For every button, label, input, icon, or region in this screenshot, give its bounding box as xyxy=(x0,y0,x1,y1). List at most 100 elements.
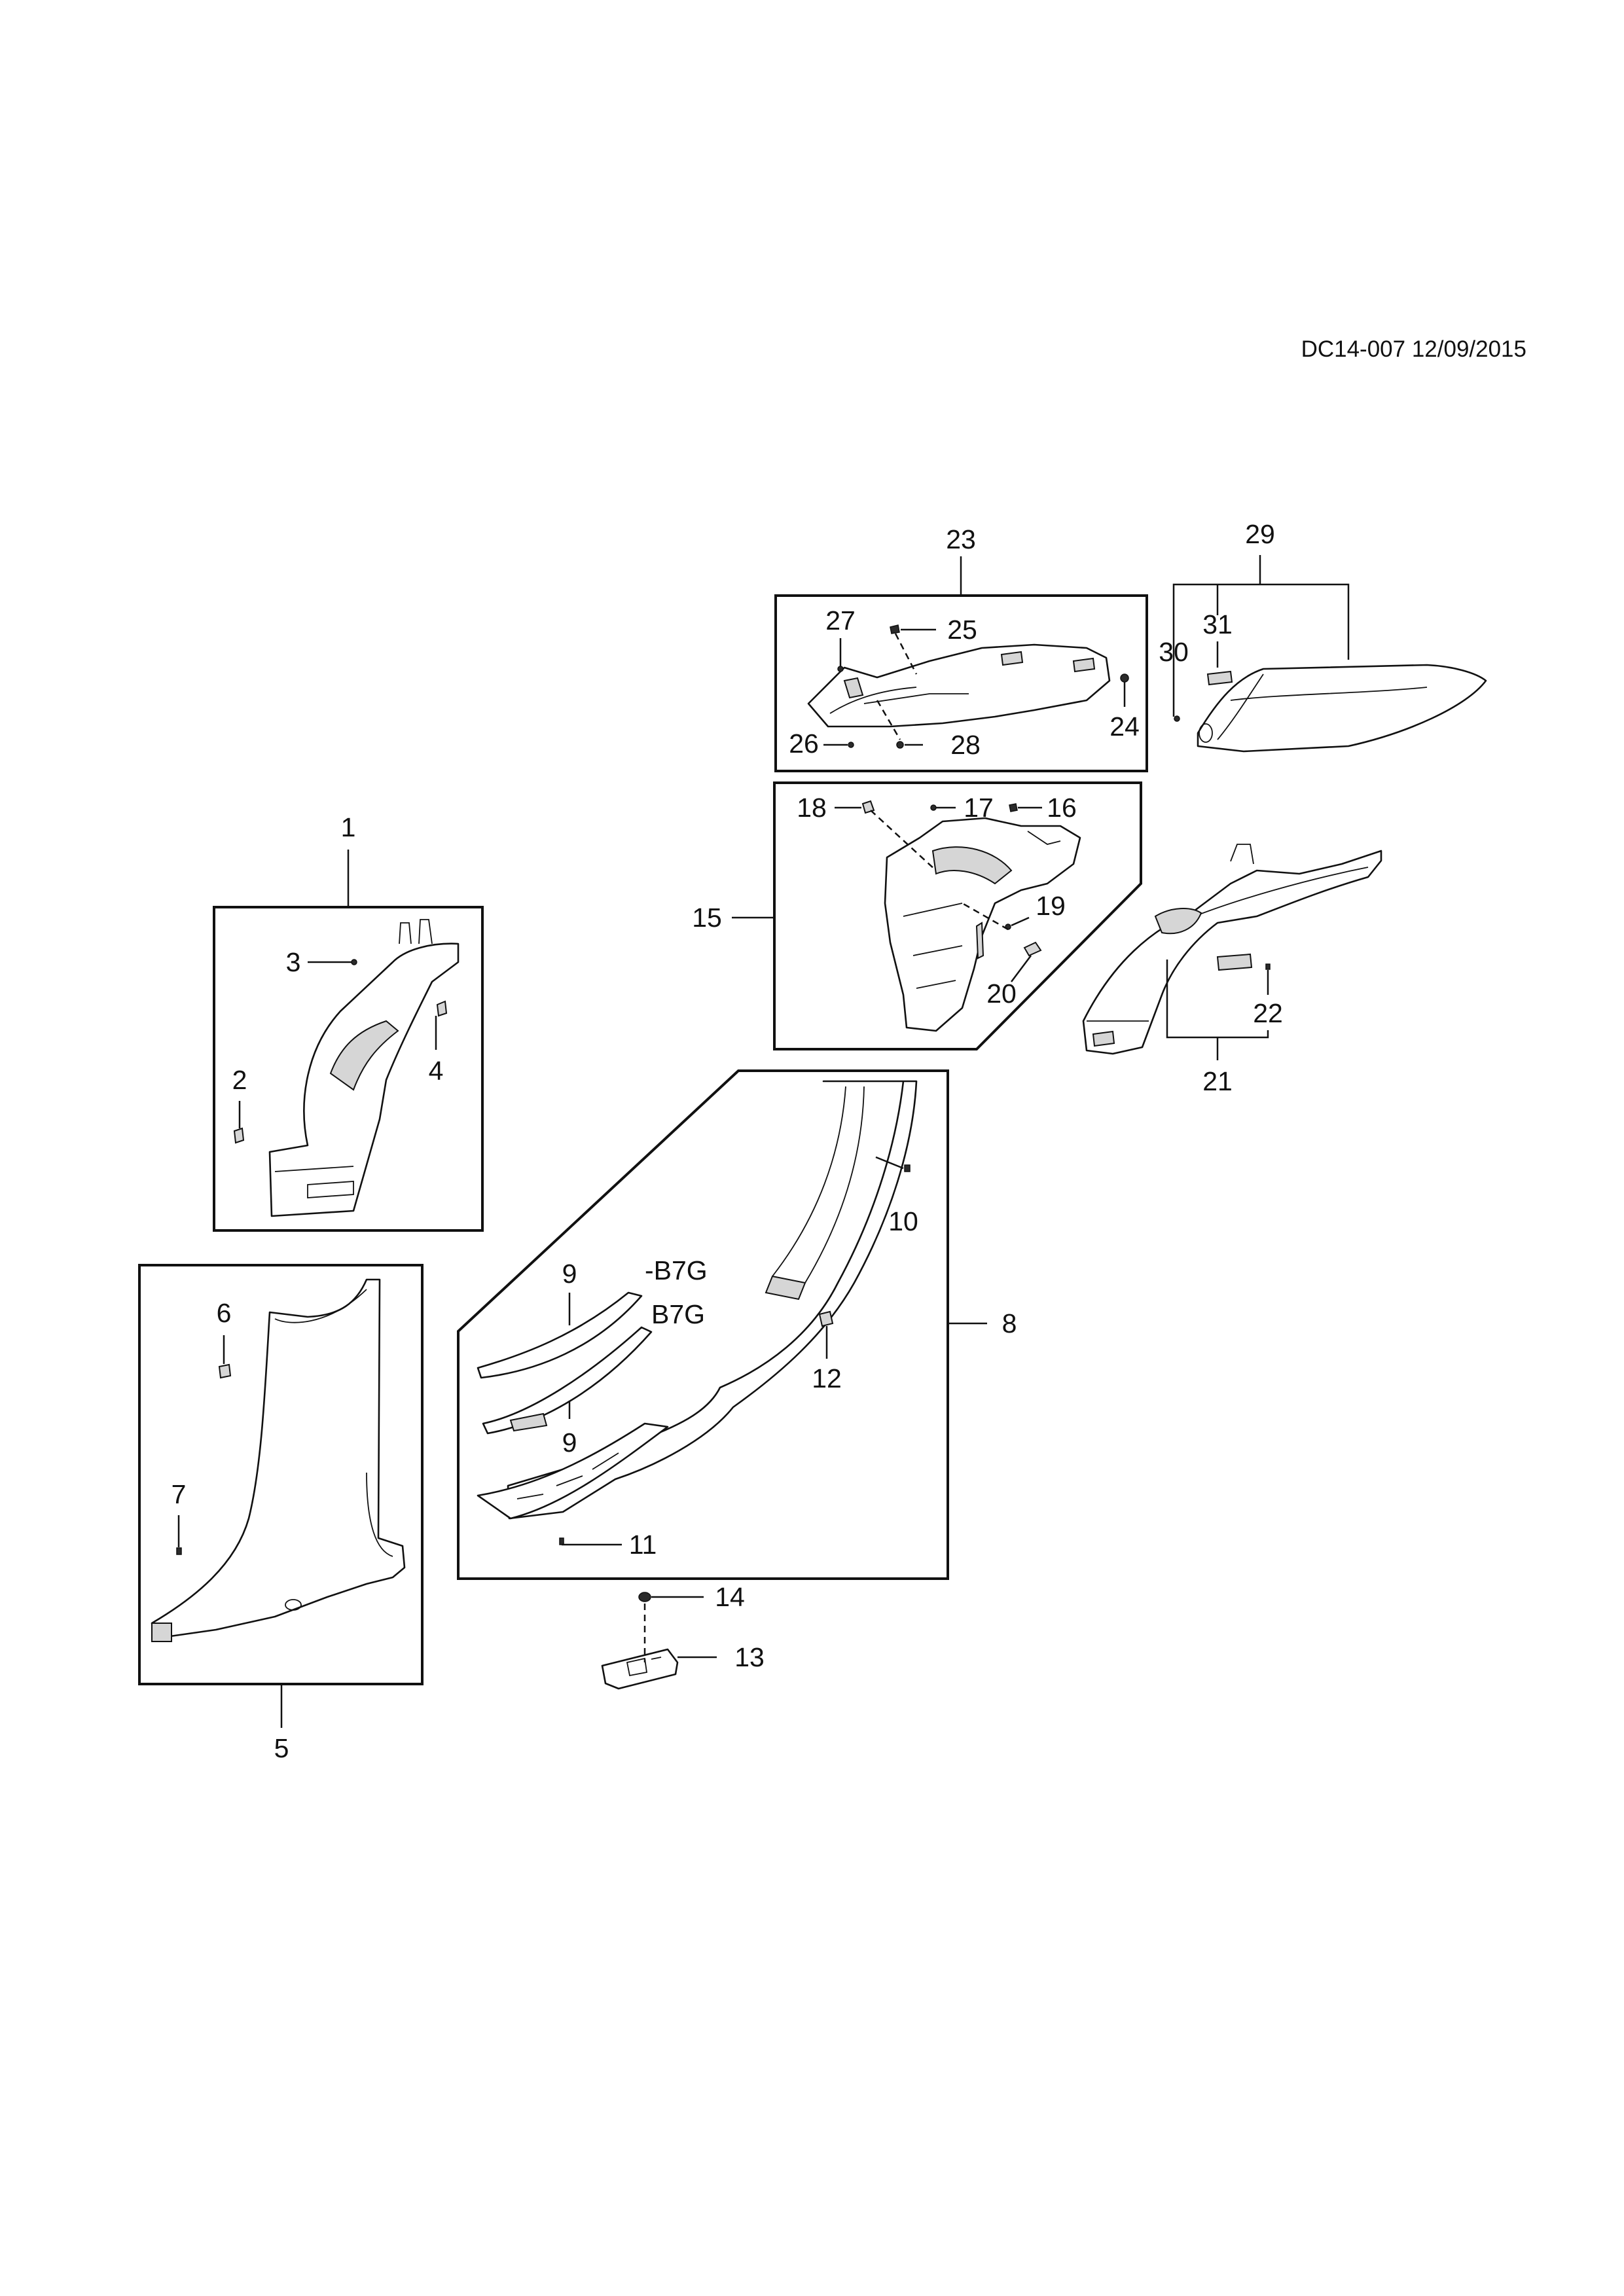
group-23-assembly: 23 27 25 24 26 28 xyxy=(774,524,1148,772)
callout-28: 28 xyxy=(950,730,981,760)
shelf-23-tab xyxy=(843,677,864,699)
group-15-frame xyxy=(773,781,1142,1050)
part-22-fastener xyxy=(1265,963,1271,970)
group-29-assembly: 29 31 30 xyxy=(1159,519,1487,753)
panel-1-clips xyxy=(399,919,433,944)
bracket-13 xyxy=(601,1648,679,1690)
group-1-assembly: 1 3 2 4 xyxy=(213,812,484,1232)
leader-19 xyxy=(1011,916,1030,927)
assembly-line-18 xyxy=(870,810,937,871)
callout-5: 5 xyxy=(274,1733,289,1763)
part-14-nut xyxy=(638,1592,651,1602)
roof-21-edges xyxy=(1087,867,1369,1022)
callout-18: 18 xyxy=(797,793,827,823)
panel-1-opening xyxy=(329,1020,399,1091)
bracket-13-detail xyxy=(626,1657,662,1677)
bracket-29 xyxy=(1172,583,1350,717)
callout-30: 30 xyxy=(1159,637,1189,667)
callout-20: 20 xyxy=(986,978,1017,1009)
roof-side-trim-21 xyxy=(1082,850,1382,1055)
leader-10 xyxy=(875,1156,904,1170)
shelf-23-slot-b xyxy=(1072,657,1096,673)
assembly-line-19 xyxy=(962,902,1009,931)
group-15-assembly: 15 18 17 16 19 20 xyxy=(692,781,1142,1050)
variant-label-not-b7g: -B7G xyxy=(645,1255,708,1285)
callout-7: 7 xyxy=(171,1479,187,1509)
pillar-8-channel xyxy=(772,1086,865,1283)
header-29-edges xyxy=(1217,673,1428,740)
roof-21-handle-opening xyxy=(1154,908,1202,935)
variant-label-b7g: B7G xyxy=(651,1299,705,1329)
part-6-clip xyxy=(218,1363,232,1379)
callout-27: 27 xyxy=(825,605,856,636)
header-trim-29 xyxy=(1197,664,1487,753)
callout-9-lower: 9 xyxy=(562,1427,577,1458)
callout-15: 15 xyxy=(692,903,722,933)
part-11-fastener xyxy=(559,1537,564,1545)
part-28-fastener xyxy=(896,741,904,749)
part-25-clip xyxy=(890,624,900,634)
callout-21: 21 xyxy=(1202,1066,1233,1096)
callout-6: 6 xyxy=(217,1298,232,1328)
trim-panel-1 xyxy=(268,942,460,1217)
part-16-clip xyxy=(1009,803,1018,812)
roof-21-end-cap xyxy=(1092,1030,1115,1047)
callout-23: 23 xyxy=(946,524,976,554)
callout-2: 2 xyxy=(232,1065,247,1095)
header-29-hole xyxy=(1199,723,1213,743)
group-5-assembly: 5 6 7 xyxy=(138,1264,424,1763)
callout-31: 31 xyxy=(1202,609,1233,639)
parts-13-14: 14 13 xyxy=(601,1582,765,1690)
group-8-assembly: 8 10 12 11 9 9 -B7G B7G xyxy=(457,1069,1017,1580)
callout-12: 12 xyxy=(812,1363,842,1393)
part-4-clip xyxy=(436,1000,448,1017)
part-3-fastener xyxy=(351,959,357,965)
callout-9-upper: 9 xyxy=(562,1259,577,1289)
quarter-15-ribs xyxy=(903,831,1061,989)
part-12-clip xyxy=(818,1310,834,1327)
roof-21-tab xyxy=(1230,844,1254,865)
callout-11: 11 xyxy=(629,1530,657,1560)
strip-9-non-b7g xyxy=(477,1291,643,1379)
sill-trim-8 xyxy=(477,1422,669,1520)
callout-13: 13 xyxy=(734,1642,765,1672)
part-24-nut xyxy=(1120,673,1129,683)
document-reference: DC14-007 12/09/2015 xyxy=(1301,336,1526,362)
callout-25: 25 xyxy=(947,615,977,645)
part-20-clip xyxy=(1023,941,1042,957)
group-8-frame xyxy=(457,1069,949,1580)
pillar-8-notch xyxy=(765,1275,806,1300)
shelf-23-edges xyxy=(829,687,969,714)
pillar-5-hole xyxy=(285,1599,302,1611)
callout-17: 17 xyxy=(964,793,994,823)
part-7-fastener xyxy=(176,1547,182,1555)
part-30-fastener xyxy=(1174,715,1180,722)
callout-16: 16 xyxy=(1047,793,1077,823)
callout-24: 24 xyxy=(1110,711,1140,742)
callout-4: 4 xyxy=(429,1056,444,1086)
part-31-clip xyxy=(1206,670,1233,686)
shelf-23-slot-a xyxy=(1000,651,1024,666)
callout-3: 3 xyxy=(286,947,301,977)
pillar-5-end-cap xyxy=(151,1623,172,1642)
part-10-fastener xyxy=(904,1164,911,1172)
callout-1: 1 xyxy=(341,812,356,842)
callout-29: 29 xyxy=(1245,519,1275,549)
part-27-fastener xyxy=(837,666,844,672)
panel-1-lower-detail xyxy=(274,1166,354,1198)
leader-20 xyxy=(1011,955,1032,982)
callout-10: 10 xyxy=(888,1206,918,1236)
callout-8: 8 xyxy=(1002,1308,1017,1338)
quarter-15-slot xyxy=(975,922,984,960)
part-2-clip xyxy=(233,1127,245,1144)
assembly-line-25 xyxy=(894,633,918,675)
callout-19: 19 xyxy=(1036,891,1066,921)
pillar-trim-5 xyxy=(151,1278,406,1638)
callout-14: 14 xyxy=(715,1582,745,1612)
group-21-assembly: 22 21 xyxy=(1082,844,1382,1096)
pillar-5-edges xyxy=(274,1289,393,1557)
quarter-15-opening xyxy=(931,846,1013,885)
callout-26: 26 xyxy=(789,728,819,759)
part-17-fastener xyxy=(930,804,937,811)
